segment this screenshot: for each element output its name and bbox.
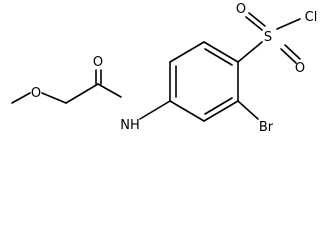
ring-bond-3	[203, 41, 239, 63]
atom-label-methoxy-oxygen: O	[31, 86, 41, 101]
bond-sulfonyl-oxygen-left-a	[245, 16, 263, 31]
bond-nitrogen-ring	[139, 100, 171, 120]
bond-sulfonyl-oxygen-bottom-a	[284, 44, 301, 60]
ring-inner-bond-b	[204, 48, 233, 66]
bond-sulfonyl-oxygen-left-b	[248, 12, 266, 27]
bond-methyl-oxygen	[11, 92, 31, 104]
bond-ring-sulfur	[237, 41, 263, 63]
atom-label-chlorine: Cl	[305, 10, 318, 25]
atom-label-sulfonyl-oxygen-left: O	[236, 2, 246, 17]
atom-label-carbonyl-oxygen: O	[93, 55, 103, 70]
ring-bond-6	[169, 100, 205, 122]
atom-label-sulfur: S	[264, 30, 272, 45]
ring-bond-5	[203, 100, 239, 122]
atom-label-bromine: Br	[259, 120, 274, 135]
bond-methylene-carbonyl	[65, 83, 99, 104]
bond-sulfur-chlorine	[276, 18, 301, 30]
atom-label-amide-nitrogen: NH	[120, 118, 140, 133]
bond-carbonyl-nitrogen	[97, 83, 122, 98]
bond-oxygen-methylene	[41, 92, 67, 104]
bond-sulfonyl-oxygen-bottom-b	[280, 48, 297, 64]
atom-label-sulfonyl-oxygen-bottom: O	[295, 61, 305, 76]
bond-ring-bromine	[237, 100, 259, 120]
ring-bond-2	[169, 41, 205, 63]
chemical-structure-diagram: O O NH Br S O O Cl	[11, 2, 318, 135]
ring-inner-bond-c	[204, 97, 233, 115]
